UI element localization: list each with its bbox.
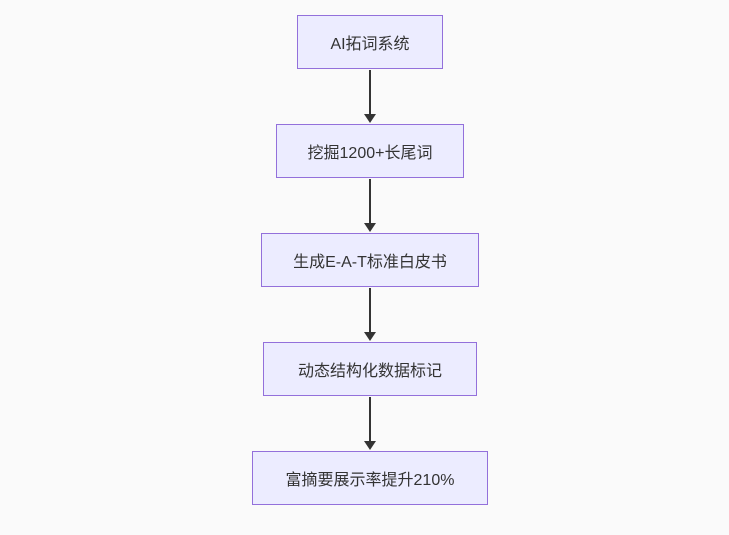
arrowhead-down-icon <box>364 114 376 123</box>
arrowhead-down-icon <box>364 332 376 341</box>
flow-node-eat-whitepaper: 生成E-A-T标准白皮书 <box>261 233 479 287</box>
arrow-shaft <box>369 179 371 223</box>
arrow-shaft <box>369 288 371 332</box>
arrow-shaft <box>369 70 371 114</box>
flow-node-label: 生成E-A-T标准白皮书 <box>293 254 447 271</box>
flow-node-label: 富摘要展示率提升210% <box>285 472 455 489</box>
arrowhead-down-icon <box>364 441 376 450</box>
flow-node-label: 动态结构化数据标记 <box>297 363 442 380</box>
flow-node-structured-data-markup: 动态结构化数据标记 <box>263 342 477 396</box>
arrow-connector <box>364 288 376 341</box>
arrow-connector <box>364 397 376 450</box>
flow-node-rich-snippet-result: 富摘要展示率提升210% <box>252 451 488 505</box>
arrow-connector <box>364 70 376 123</box>
arrow-shaft <box>369 397 371 441</box>
arrowhead-down-icon <box>364 223 376 232</box>
flow-node-ai-keyword-system: AI拓词系统 <box>297 15 443 69</box>
flow-node-label: AI拓词系统 <box>330 36 410 53</box>
arrow-connector <box>364 179 376 232</box>
flow-node-longtail-mining: 挖掘1200+长尾词 <box>276 124 464 178</box>
flow-node-label: 挖掘1200+长尾词 <box>307 145 433 162</box>
